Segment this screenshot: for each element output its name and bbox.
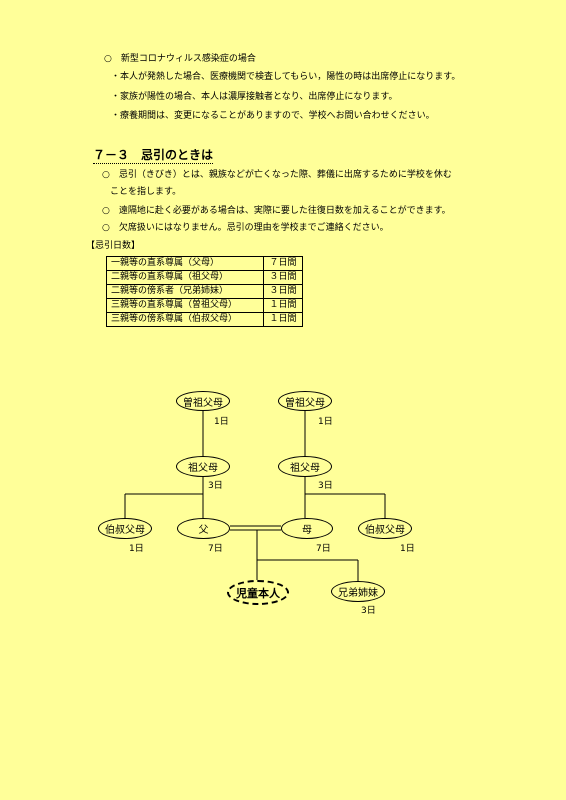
father-days: 7日 <box>208 544 223 554</box>
node-label: 伯叔父母 <box>105 525 145 536</box>
uncle-aunt-left-days: 1日 <box>129 544 144 554</box>
siblings-node: 兄弟姉妹 <box>331 581 385 602</box>
node-label: 母 <box>302 525 312 536</box>
grandparents-left-days: 3日 <box>208 481 223 491</box>
mother-days: 7日 <box>316 544 331 554</box>
node-label: 曽祖父母 <box>183 397 223 409</box>
uncle-aunt-left-node: 伯叔父母 <box>98 518 152 539</box>
mother-node: 母 <box>281 518 333 539</box>
section-bullet-1-line-1: ○ 忌引（きびき）とは、親族などが亡くなった際、葬儀に出席するために学校を休む <box>102 170 452 180</box>
node-label: 祖父母 <box>188 463 218 474</box>
days-table: 一親等の直系尊属（父母） ７日間 二親等の直系尊属（祖父母） ３日間 二親等の傍… <box>106 256 303 327</box>
node-label: 兄弟姉妹 <box>338 588 378 599</box>
siblings-days: 3日 <box>361 606 376 616</box>
grandparents-right-node: 祖父母 <box>278 456 332 477</box>
father-node: 父 <box>177 518 230 539</box>
great-grandparents-left-node: 曽祖父母 <box>176 391 230 411</box>
great-grandparents-left-days: 1日 <box>214 417 229 427</box>
node-label: 伯叔父母 <box>365 525 405 536</box>
section-bullet-2: ○ 遠隔地に赴く必要がある場合は、実際に要した往復日数を加えることができます。 <box>102 206 451 216</box>
node-label: 児童本人 <box>236 586 280 600</box>
grandparents-left-node: 祖父母 <box>176 456 230 477</box>
node-label: 曽祖父母 <box>285 397 325 409</box>
covid-line-3: ・療養期間は、変更になることがありますので、学校へお問い合わせください。 <box>111 111 435 121</box>
covid-line-2: ・家族が陽性の場合、本人は濃厚接触者となり、出席停止になります。 <box>111 92 398 102</box>
days-cell: １日間 <box>263 312 303 327</box>
table-row: 三親等の傍系尊属（伯叔父母） １日間 <box>106 312 303 327</box>
uncle-aunt-right-days: 1日 <box>400 544 415 554</box>
section-heading: ７－３ 忌引のときは <box>93 148 214 164</box>
node-label: 父 <box>198 525 209 536</box>
great-grandparents-right-node: 曽祖父母 <box>278 391 332 411</box>
table-row: 一親等の直系尊属（父母） ７日間 <box>106 256 303 271</box>
great-grandparents-right-days: 1日 <box>318 417 333 427</box>
uncle-aunt-right-node: 伯叔父母 <box>358 518 412 539</box>
grandparents-right-days: 3日 <box>318 481 333 491</box>
self-node: 児童本人 <box>227 580 289 605</box>
node-label: 祖父母 <box>290 463 320 474</box>
section-bullet-1-line-2: ことを指します。 <box>110 187 182 197</box>
days-cell: ３日間 <box>263 270 303 285</box>
days-table-label: 【忌引日数】 <box>86 241 141 251</box>
covid-line-1: ・本人が発熱した場合、医療機関で検査してもらい，陽性の時は出席停止になります。 <box>111 72 461 82</box>
section-bullet-3: ○ 欠席扱いにはなりません。忌引の理由を学校までご連絡ください。 <box>102 223 389 233</box>
covid-title: ○ 新型コロナウィルス感染症の場合 <box>104 54 256 64</box>
